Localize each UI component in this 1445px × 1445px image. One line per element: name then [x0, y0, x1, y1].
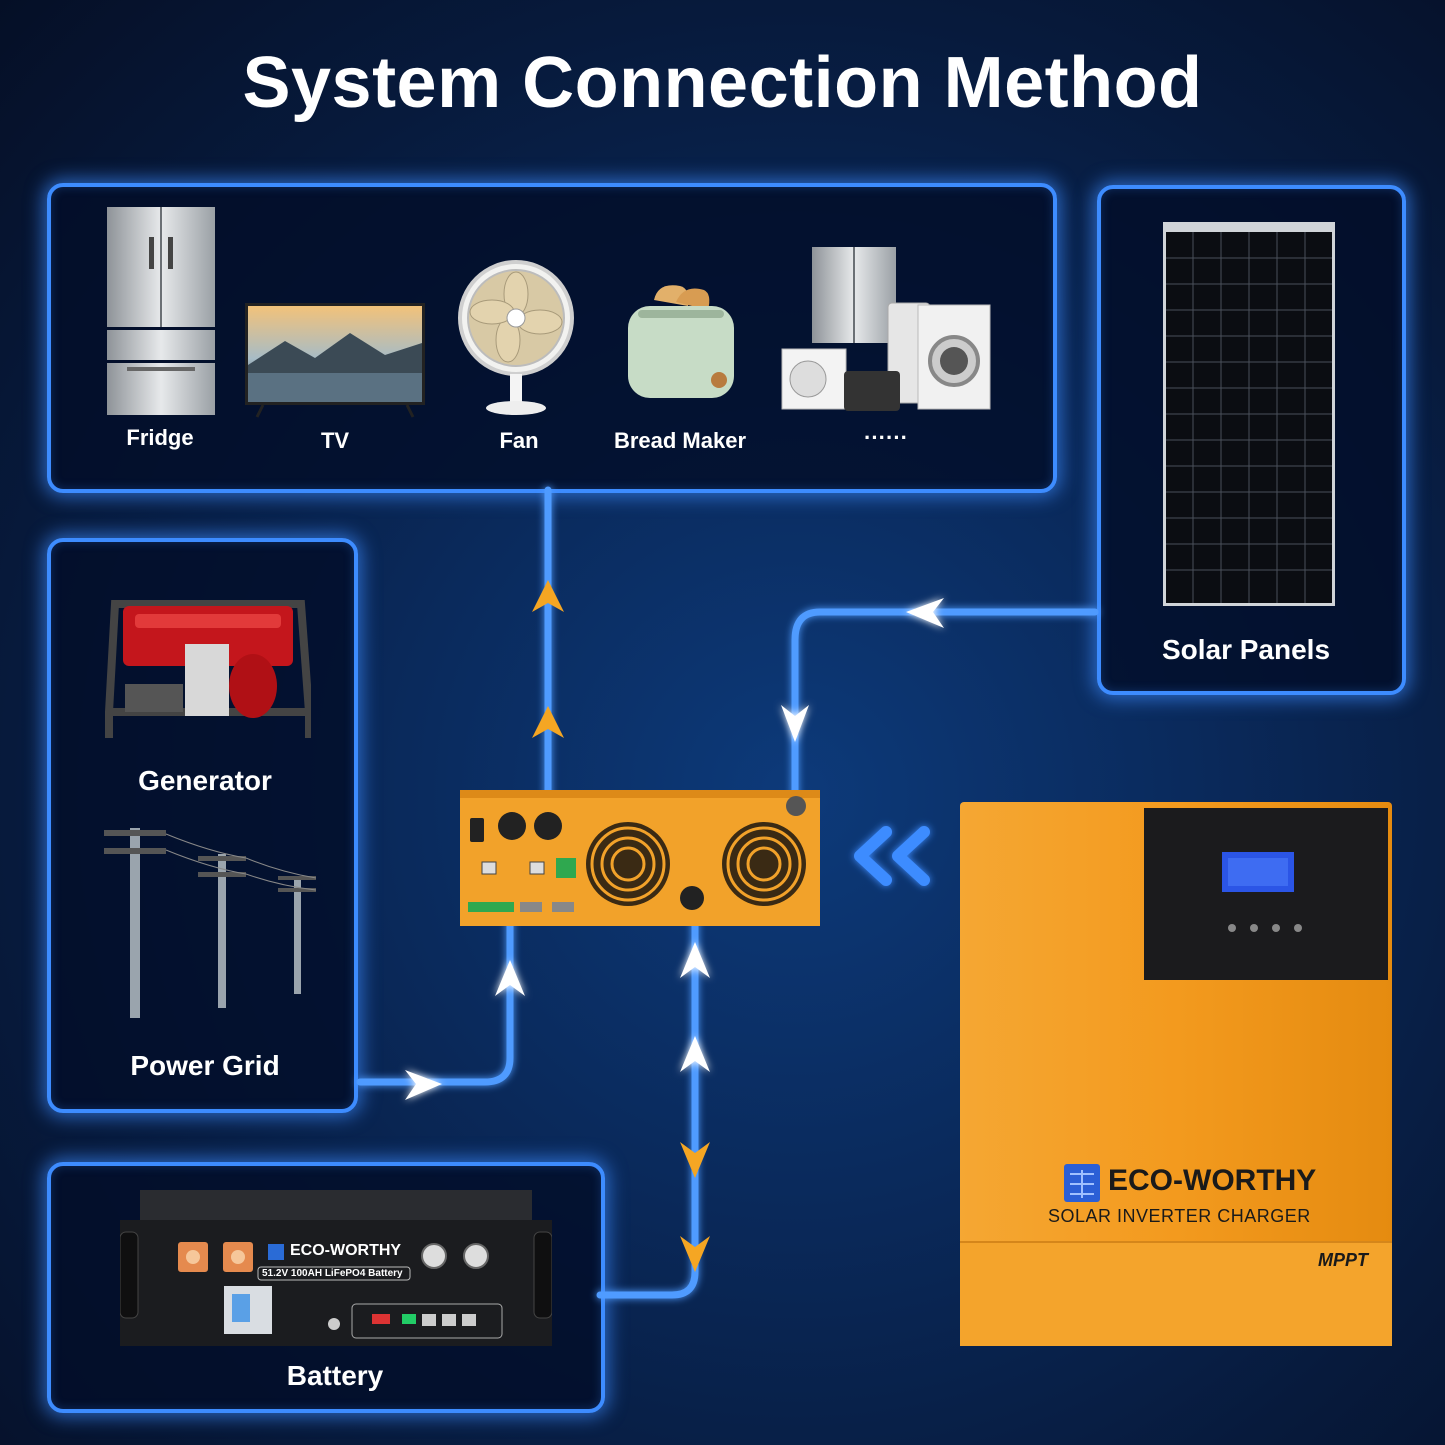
arrows-white: [405, 598, 944, 1100]
wire-solar: [791, 608, 1099, 809]
battery-spec-label: 51.2V 100AH LiFePO4 Battery: [262, 1268, 403, 1279]
solar-panels-label: Solar Panels: [1161, 634, 1331, 665]
wire-battery: [596, 896, 699, 1299]
appliance-label-fan: Fan: [499, 428, 539, 453]
power-grid-label: Power Grid: [130, 1050, 280, 1081]
chevron-left-icon: [854, 826, 930, 886]
appliance-label-fridge: Fridge: [126, 425, 194, 450]
bread-maker-icon: [624, 280, 740, 408]
solar-panel-icon: [1163, 222, 1335, 606]
appliance-cluster-icon: [780, 245, 992, 413]
appliance-label-more: ······: [864, 425, 908, 450]
power-grid-icon: [100, 822, 322, 1018]
battery-unit: ECO-WORTHY 51.2V 100AH LiFePO4 Battery: [119, 1190, 553, 1346]
tv-icon: [245, 303, 425, 419]
inverter-mppt-badge: MPPT: [1318, 1250, 1369, 1270]
arrows-down-orange: [680, 1142, 710, 1272]
inverter-charger-unit: ECO-WORTHY SOLAR INVERTER CHARGER MPPT: [960, 802, 1392, 1346]
arrow-up-orange: [532, 580, 564, 738]
battery-brand-label: ECO-WORTHY: [290, 1242, 402, 1259]
generator-icon: [104, 588, 314, 748]
fan-icon: [448, 258, 584, 418]
page-title: System Connection Method: [242, 43, 1203, 123]
inverter-brand-label: ECO-WORTHY: [1108, 1164, 1317, 1197]
appliance-label-bread-maker: Bread Maker: [613, 428, 747, 453]
generator-label: Generator: [138, 765, 272, 796]
fridge-icon: [107, 207, 215, 415]
wire-grid: [356, 841, 514, 1086]
appliance-label-tv: TV: [320, 428, 350, 453]
battery-label: Battery: [286, 1360, 384, 1391]
inverter-subtitle-label: SOLAR INVERTER CHARGER: [1048, 1206, 1311, 1226]
inverter-back-panel: [460, 790, 820, 926]
